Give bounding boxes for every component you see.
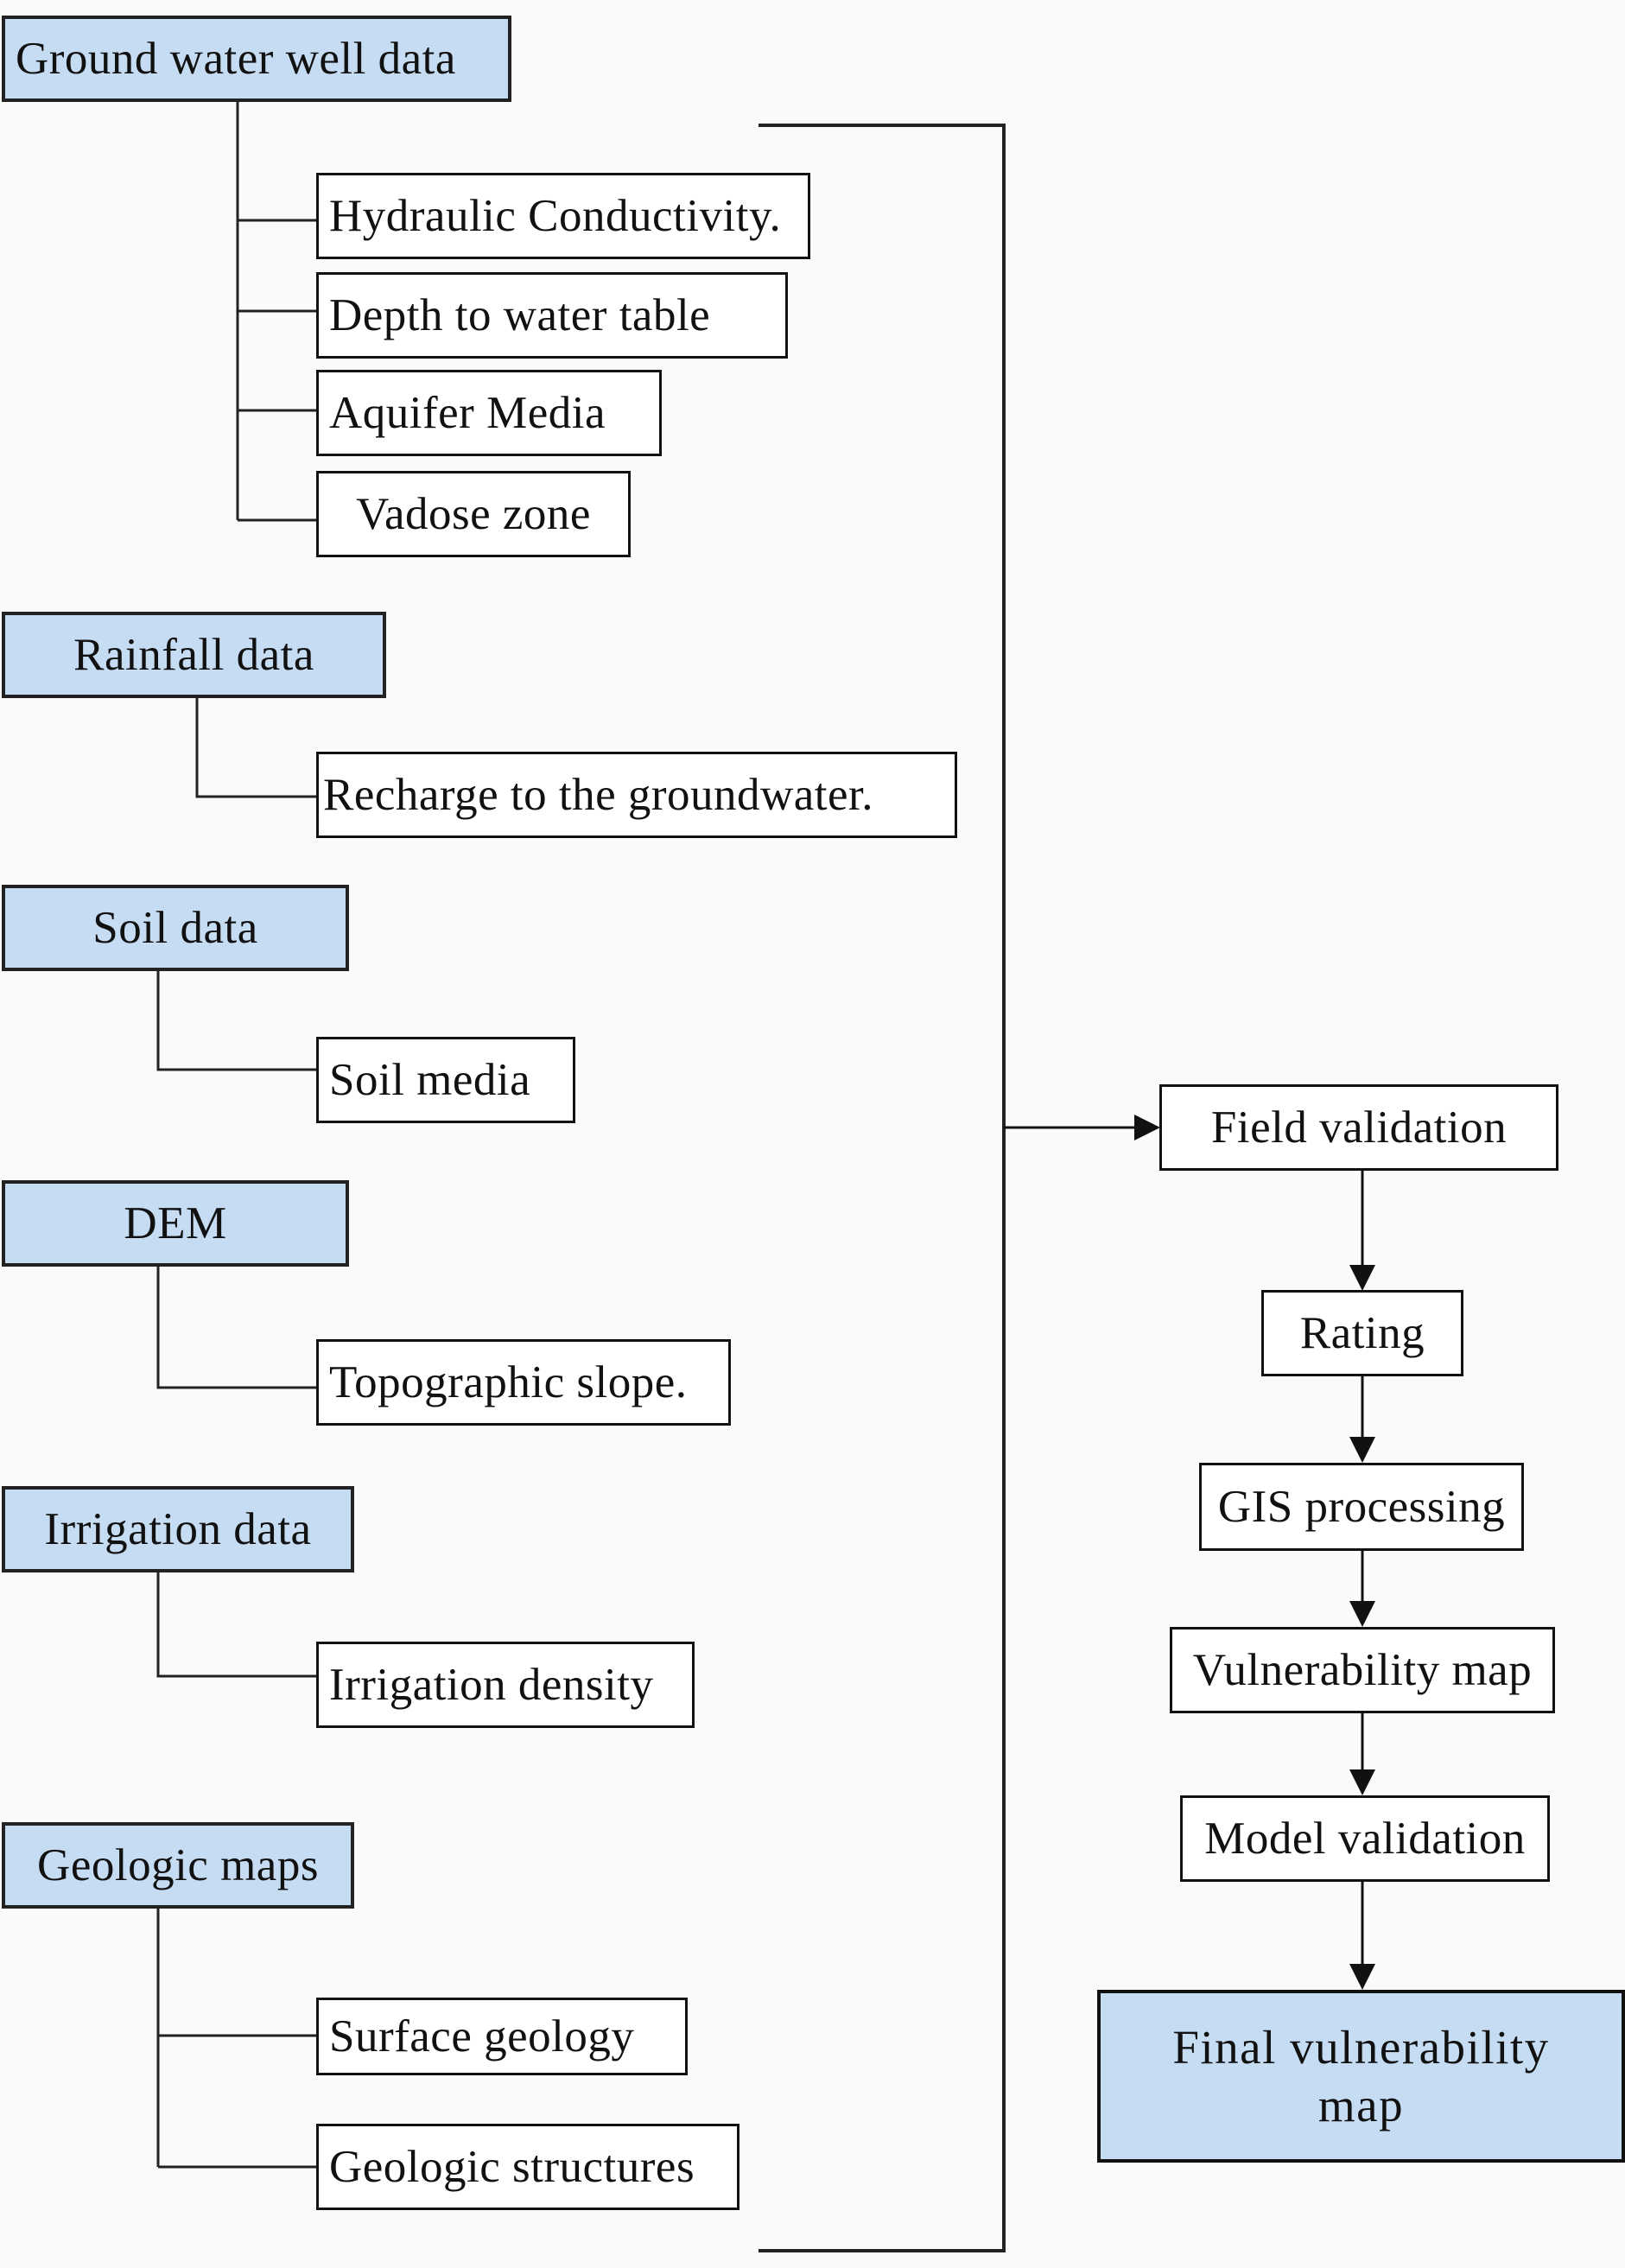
tree-line-soil <box>156 971 316 1071</box>
source-rainfall-data: Rainfall data <box>2 612 386 698</box>
param-depth-to-water-table: Depth to water table <box>316 272 788 359</box>
step-final-vulnerability-map: Final vulnerability map <box>1097 1990 1625 2163</box>
source-irrigation-data: Irrigation data <box>2 1486 354 1572</box>
param-topographic-slope: Topographic slope. <box>316 1339 731 1426</box>
collector-bracket <box>759 124 1006 2252</box>
tree-line-dem <box>156 1267 316 1389</box>
tree-line-irrigation <box>156 1572 316 1678</box>
param-vadose-zone: Vadose zone <box>316 471 631 557</box>
param-aquifer-media: Aquifer Media <box>316 370 662 456</box>
source-groundwater-well-data: Ground water well data <box>2 16 511 102</box>
param-soil-media: Soil media <box>316 1037 575 1123</box>
step-field-validation: Field validation <box>1159 1084 1558 1171</box>
source-soil-data: Soil data <box>2 885 349 971</box>
step-rating: Rating <box>1261 1290 1463 1376</box>
step-gis-processing: GIS processing <box>1199 1463 1524 1551</box>
step-model-validation: Model validation <box>1180 1795 1550 1882</box>
param-recharge: Recharge to the groundwater. <box>316 752 957 838</box>
param-irrigation-density: Irrigation density <box>316 1642 695 1728</box>
tree-line-groundwater <box>236 102 316 522</box>
tree-line-rainfall <box>195 698 316 798</box>
source-dem: DEM <box>2 1180 349 1267</box>
source-geologic-maps: Geologic maps <box>2 1822 354 1909</box>
param-hydraulic-conductivity: Hydraulic Conductivity. <box>316 173 810 259</box>
tree-line-geologic <box>156 1909 316 2169</box>
param-geologic-structures: Geologic structures <box>316 2124 740 2210</box>
param-surface-geology: Surface geology <box>316 1998 688 2075</box>
step-vulnerability-map: Vulnerability map <box>1170 1627 1555 1713</box>
